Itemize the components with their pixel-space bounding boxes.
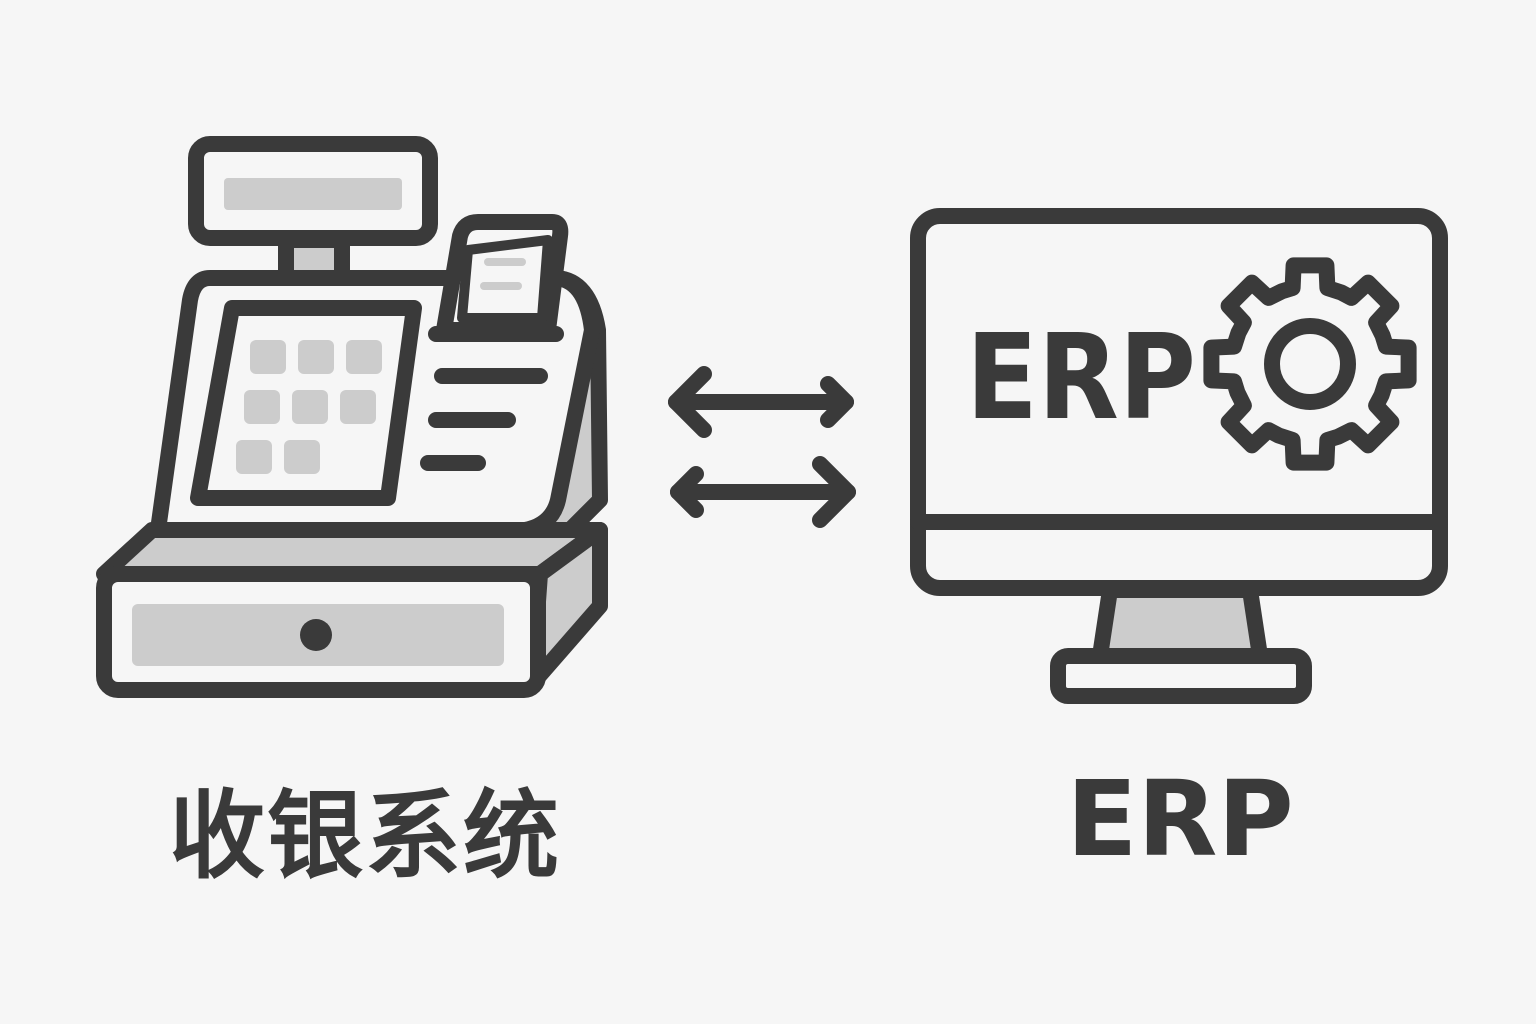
receipt-paper <box>457 235 553 323</box>
register-display-screen <box>224 178 402 210</box>
cash-register-label: 收银系统 <box>169 780 561 892</box>
monitor-stand-neck <box>1092 582 1268 664</box>
receipt-line-1 <box>484 258 526 266</box>
erp-label: ERP <box>1066 758 1294 880</box>
monitor-base <box>1050 648 1312 704</box>
bidirectional-arrows-icon <box>668 366 856 528</box>
register-drawer-keyhole <box>300 619 332 651</box>
arrow-top <box>668 366 854 438</box>
monitor-screen-text: ERP <box>966 308 1196 446</box>
gear-icon <box>1203 257 1417 471</box>
cash-register-icon <box>96 136 608 698</box>
monitor-icon <box>910 208 1448 704</box>
arrow-bottom <box>670 456 856 528</box>
receipt-line-2 <box>480 282 522 290</box>
keypad-keys <box>236 340 382 474</box>
